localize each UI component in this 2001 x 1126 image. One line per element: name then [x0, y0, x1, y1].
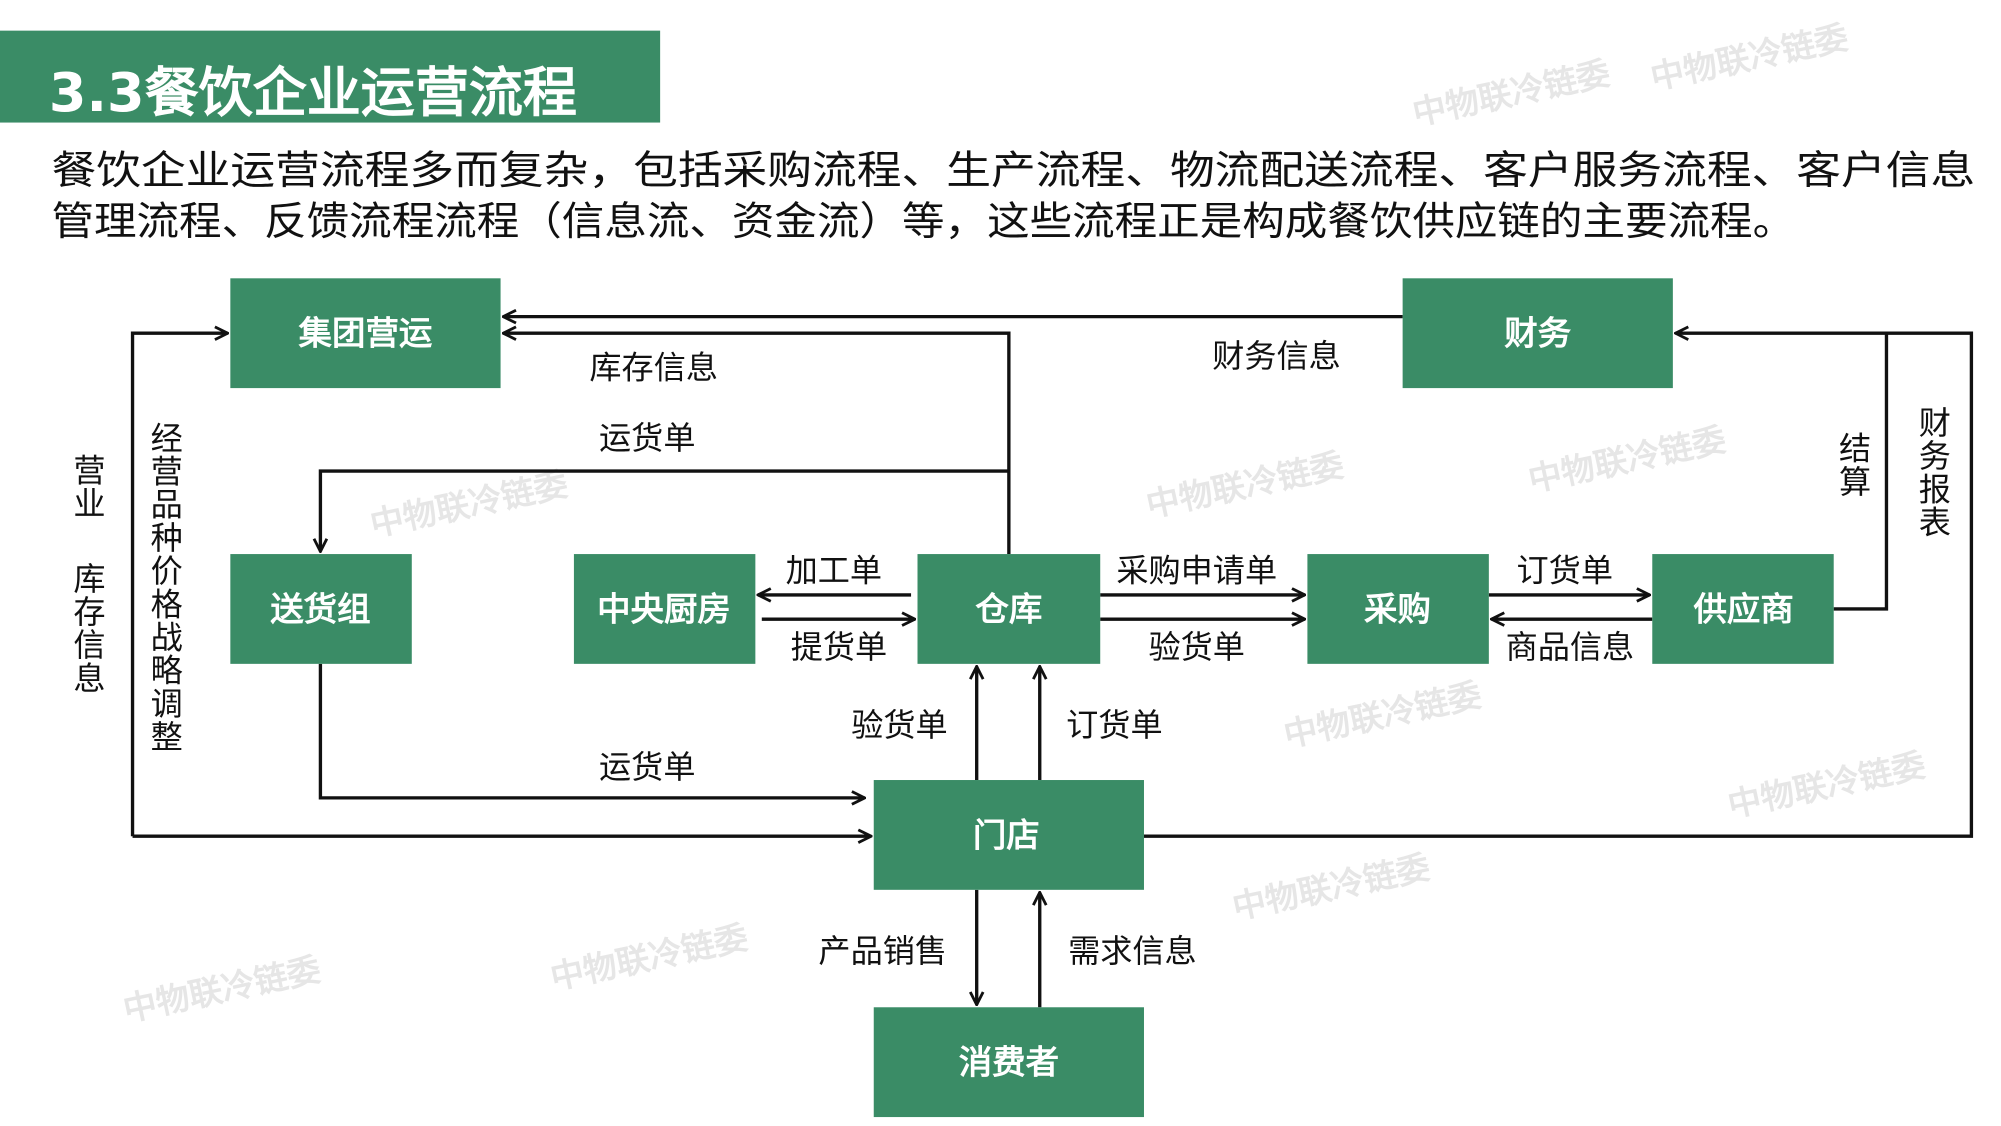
edge-label-processing-order: 加工单 [786, 552, 882, 590]
page-title: 3.3餐饮企业运营流程 [49, 61, 577, 124]
edge-label-waybill-bottom: 运货单 [599, 748, 695, 786]
watermark: 中物联冷链委 [367, 464, 572, 544]
node-label: 供应商 [1692, 590, 1793, 629]
edge-label-waybill-top: 运货单 [599, 419, 695, 457]
edge-label-stock-info: 库存信息 [589, 349, 718, 387]
node-finance: 财务 [1402, 278, 1673, 389]
edge-left-to-group [130, 333, 228, 837]
edge-store-to-finance [1143, 331, 1974, 838]
edge-label-stock-info-left: 库存信息 [68, 562, 106, 695]
watermark: 中物联冷链委 [1525, 420, 1730, 500]
edge-label-finance-report: 财务报表 [1914, 406, 1952, 539]
watermark: 中物联冷链委 [547, 918, 752, 998]
node-warehouse: 仓库 [917, 554, 1101, 664]
edge-warehouse-to-group [503, 333, 1011, 555]
edge-label-inspection-store: 验货单 [851, 706, 947, 744]
watermark: 中物联冷链委 [120, 950, 325, 1030]
edge-label-business: 营业 [68, 453, 106, 519]
node-label: 中央厨房 [597, 590, 731, 629]
watermark: 中物联冷链委 [1724, 745, 1929, 825]
edge-label-order-store: 订货单 [1066, 706, 1162, 744]
edge-label-order-supplier: 订货单 [1517, 552, 1613, 590]
edge-label-settlement: 结算 [1834, 432, 1872, 498]
edge-label-demand-info: 需求信息 [1068, 932, 1197, 970]
node-purchase: 采购 [1307, 554, 1489, 664]
node-label: 送货组 [270, 590, 370, 629]
watermark: 中物联冷链委 [1647, 18, 1852, 98]
watermark: 中物联冷链委 [1280, 675, 1485, 755]
node-delivery: 送货组 [230, 554, 412, 664]
node-supplier: 供应商 [1652, 554, 1834, 664]
watermark: 中物联冷链委 [1143, 445, 1348, 525]
edge-label-purchase-request: 采购申请单 [1116, 552, 1277, 590]
node-label: 门店 [973, 816, 1040, 855]
node-kitchen: 中央厨房 [573, 554, 756, 664]
watermark: 中物联冷链委 [1409, 53, 1614, 133]
intro-line-2: 管理流程、反馈流程流程（信息流、资金流）等，这些流程正是构成餐饮供应链的主要流程… [51, 199, 1795, 245]
edge-label-strategy-adjust: 经营品种价格战略调整 [146, 421, 184, 753]
edge-label-inspection-wh: 验货单 [1148, 628, 1244, 666]
edge-supplier-to-finance [1675, 333, 1889, 611]
node-label: 集团营运 [298, 314, 433, 353]
edge-warehouse-to-delivery [320, 469, 1009, 551]
node-consumer: 消费者 [873, 1007, 1144, 1118]
edge-label-sales: 产品销售 [818, 932, 947, 970]
node-label: 采购 [1364, 590, 1431, 629]
edge-delivery-to-store [318, 663, 864, 798]
node-label: 仓库 [975, 590, 1042, 629]
intro-line-1: 餐饮企业运营流程多而复杂，包括采购流程、生产流程、物流配送流程、客户服务流程、客… [51, 148, 1975, 194]
edge-label-pickup-order: 提货单 [791, 628, 887, 666]
node-store: 门店 [873, 780, 1144, 890]
node-label: 消费者 [959, 1043, 1059, 1082]
title-banner [0, 30, 661, 123]
watermark: 中物联冷链委 [1229, 847, 1434, 927]
node-label: 财务 [1504, 314, 1572, 353]
connectors [130, 317, 1974, 1008]
edge-label-finance-info: 财务信息 [1212, 337, 1341, 375]
node-group-ops: 集团营运 [230, 278, 501, 389]
edge-label-goods-info: 商品信息 [1506, 628, 1635, 666]
